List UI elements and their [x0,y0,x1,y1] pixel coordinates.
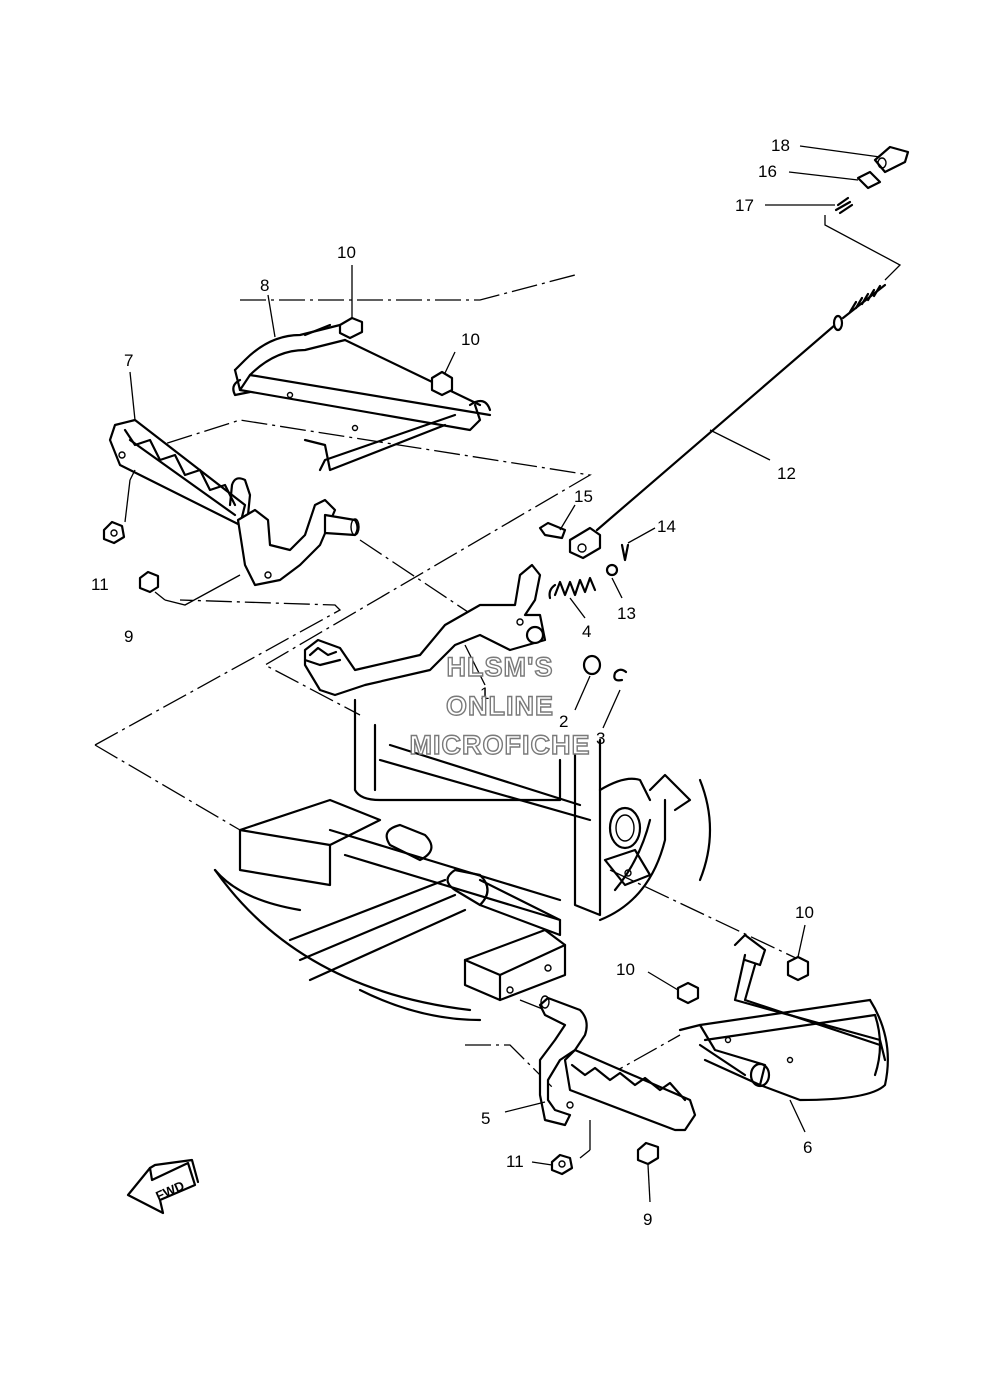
part-4-spring [548,576,597,600]
callout-7: 7 [124,351,133,370]
callout-16: 16 [758,162,777,181]
callout-10: 10 [795,903,814,922]
callout-15: 15 [574,487,593,506]
part-7-footrest-left [108,418,252,527]
callout-8: 8 [260,276,269,295]
part-9-bolt-b [636,1141,660,1166]
footrest-mount-arm-left [236,498,360,587]
part-10-bolt-a [338,316,364,340]
watermark-line-2: ONLINE [446,691,554,721]
callout-6: 6 [803,1138,812,1157]
watermark: HLSM'S ONLINE MICROFICHE [409,651,591,760]
callout-11: 11 [91,575,109,594]
part-5-footrest-right [538,995,697,1132]
part-18-adjuster-nut [873,145,910,174]
callout-2: 2 [559,712,568,731]
callout-9: 9 [124,627,133,646]
part-10-bolt-c [786,955,810,982]
part-12-brake-rod [595,283,887,532]
callout-5: 5 [481,1109,490,1128]
callout-13: 13 [617,604,636,623]
callout-4: 4 [582,622,591,641]
callout-10: 10 [337,243,356,262]
part-3-circlip [613,668,628,682]
callout-11: 11 [506,1152,524,1171]
callout-labels: 18 16 17 10 8 10 7 12 15 14 11 13 4 9 1 … [91,136,814,1229]
watermark-line-1: HLSM'S [447,652,554,682]
watermark-line-3: MICROFICHE [410,730,591,760]
leader-lines [124,145,902,1203]
clevis-yoke [568,526,602,560]
callout-17: 17 [735,196,754,215]
part-15-pin [538,521,567,540]
fwd-arrow-icon: FWD [126,1158,200,1215]
part-2-washer [582,654,602,676]
callout-10: 10 [616,960,635,979]
part-8-footrest-bracket-upper [232,323,492,472]
callout-3: 3 [596,729,605,748]
part-1-brake-pedal [303,563,547,697]
callout-1: 1 [480,684,489,703]
callout-14: 14 [657,517,676,536]
callout-12: 12 [777,464,796,483]
part-11-nut-b [550,1153,574,1176]
callout-9: 9 [643,1210,652,1229]
part-13-washer [605,563,619,577]
part-14-cotter-pin [620,543,630,562]
callout-18: 18 [771,136,790,155]
assembly-lines [94,274,801,1091]
part-11-nut-a [102,520,126,545]
callout-10: 10 [461,330,480,349]
part-9-bolt-a [138,570,160,594]
part-10-bolt-b [430,370,454,397]
frame-chassis [213,698,712,1022]
part-17-spring [834,196,854,215]
part-10-bolt-d [676,981,700,1005]
part-6-footrest-bracket-lower [678,933,889,1102]
part-16-joint [856,170,882,190]
